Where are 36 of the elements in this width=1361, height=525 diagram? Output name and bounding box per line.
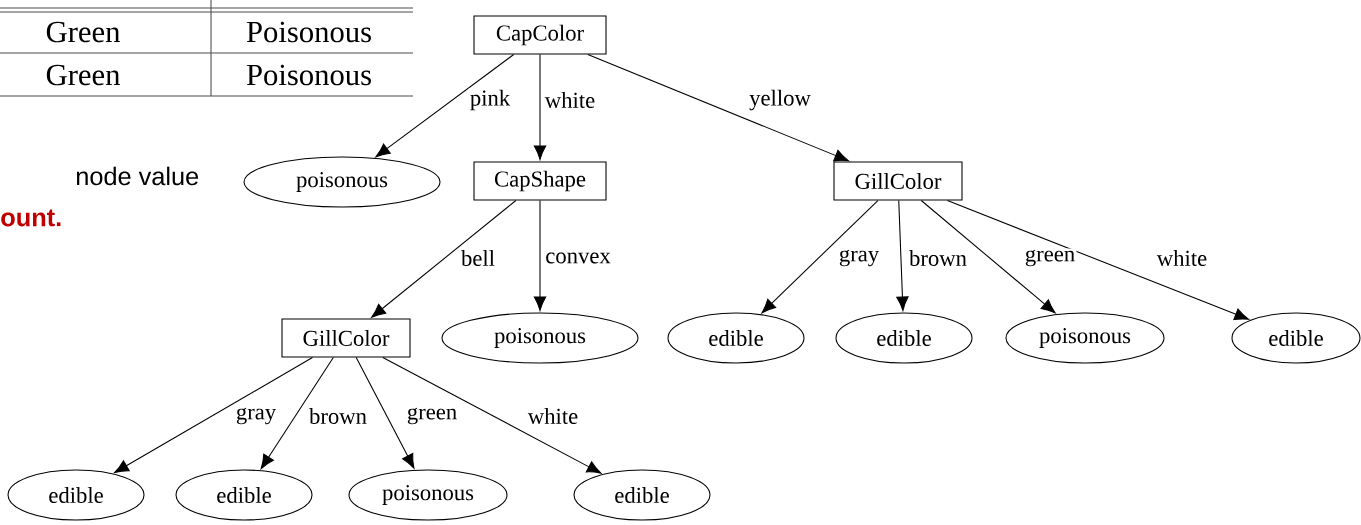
note-text: node value	[76, 166, 199, 186]
decision-box: CapShape	[473, 161, 607, 201]
edge-label: brown	[307, 406, 369, 426]
edge-label: white	[543, 90, 597, 110]
edge-label: green	[1023, 248, 1077, 268]
arrow	[761, 200, 879, 314]
edge-label: pink	[468, 88, 512, 112]
arrow	[114, 357, 313, 474]
arrow	[355, 357, 415, 469]
arrow	[533, 200, 547, 311]
decision-box: GillColor	[281, 318, 411, 358]
arrow	[946, 200, 1249, 321]
note-text: ount.	[1, 209, 61, 227]
arrow	[587, 54, 849, 162]
edge-label: brown	[907, 248, 969, 268]
table-cell: Green	[46, 64, 120, 86]
arrow	[375, 54, 515, 158]
edge-label: yellow	[747, 88, 813, 112]
table-cell: Green	[46, 21, 120, 43]
edge-label: bell	[459, 248, 497, 268]
arrow	[896, 200, 909, 311]
table-cell: Poisonous	[246, 21, 371, 43]
arrow	[533, 54, 547, 160]
arrow	[382, 357, 602, 474]
edge-label: green	[405, 406, 459, 426]
arrow	[260, 357, 334, 470]
arrow	[371, 200, 517, 318]
edge-label: white	[1155, 248, 1209, 268]
edge-label: convex	[543, 251, 613, 265]
edge-label: gray	[837, 248, 881, 268]
edge-label: gray	[234, 406, 278, 426]
decision-box: GillColor	[833, 161, 963, 201]
table-cell: Poisonous	[246, 64, 371, 86]
edge-label: white	[526, 406, 580, 426]
decision-box: CapColor	[473, 15, 607, 55]
arrow	[920, 200, 1056, 314]
